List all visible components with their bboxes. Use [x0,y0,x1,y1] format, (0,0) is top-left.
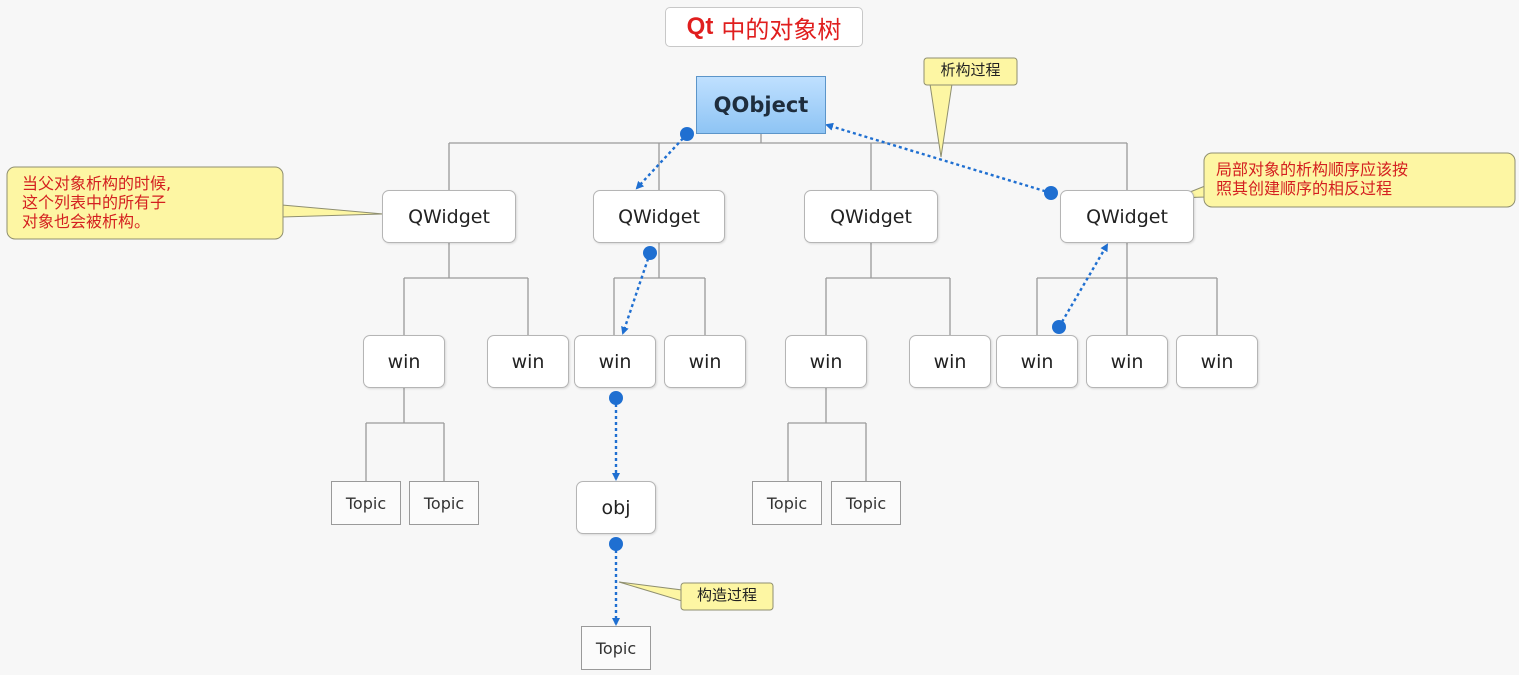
qwidget-node: QWidget [804,190,938,243]
tree-connectors [365,134,1218,481]
topic-node: Topic [831,481,901,525]
obj-node: obj [576,481,656,534]
win-node: win [1086,335,1168,388]
win-node: win [574,335,656,388]
title-text: 中的对象树 [721,15,842,44]
callout-parent-destruct: 当父对象析构的时候, 这个列表中的所有子 对象也会被析构。 [22,174,172,231]
win-node: win [996,335,1078,388]
win-node: win [363,335,445,388]
win-node: win [785,335,867,388]
qwidget-node: QWidget [382,190,516,243]
qwidget-node: QWidget [593,190,725,243]
callout-construct-process: 构造过程 [696,586,757,604]
title-qt: Qt [686,13,714,40]
win-node: win [909,335,991,388]
topic-node: Topic [331,481,401,525]
destruct-arrow-win-qwidget [1057,243,1109,328]
process-arrows [612,122,1109,626]
callout-destruct-order: 局部对象的析构顺序应该按 照其创建顺序的相反过程 [1216,160,1409,198]
callout-shapes [6,57,1516,611]
topic-node: Topic [752,481,822,525]
topic-node: Topic [409,481,479,525]
qobject-node: QObject [696,76,826,134]
construct-arrow-qobject-qwidget [635,133,688,190]
arrow-origin-dots [609,127,1066,551]
callout-destruct-process: 析构过程 [940,61,1001,79]
diagram-title: Qt 中的对象树 [665,7,863,47]
construct-arrow-qwidget-win [621,252,652,335]
qwidget-node: QWidget [1060,190,1194,243]
win-node: win [1176,335,1258,388]
win-node: win [664,335,746,388]
topic-node: Topic [581,626,651,670]
win-node: win [487,335,569,388]
